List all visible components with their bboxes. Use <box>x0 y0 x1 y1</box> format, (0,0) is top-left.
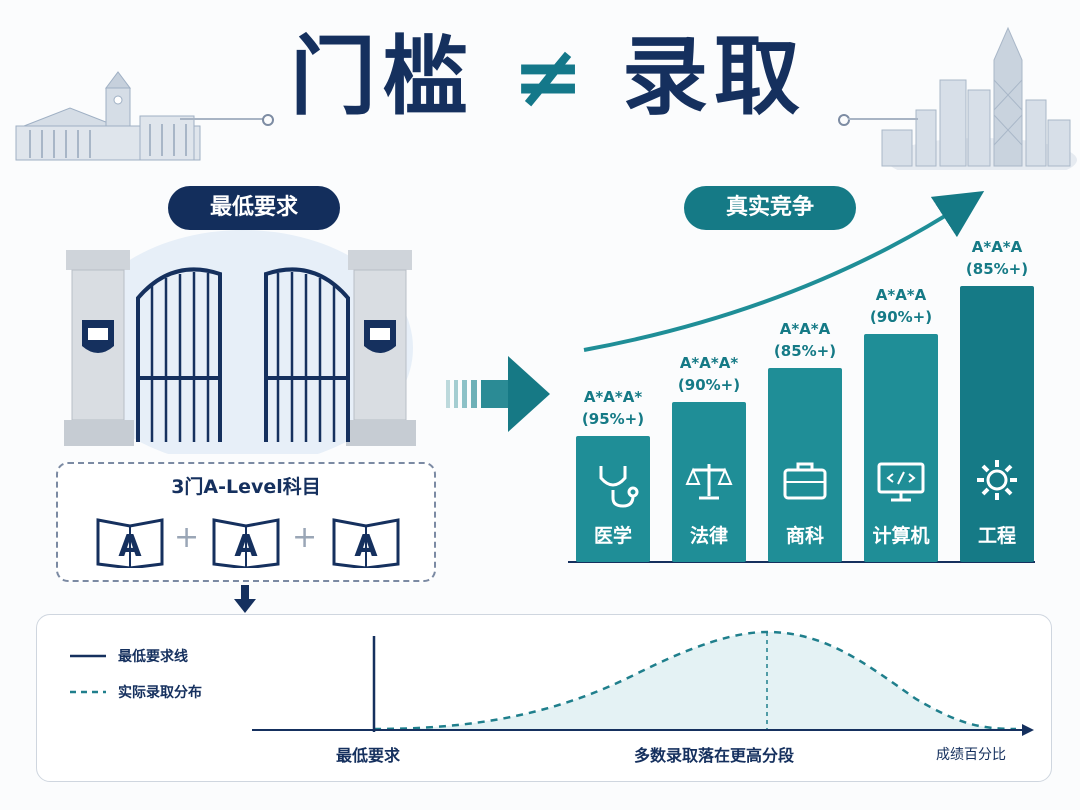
competition-bar-chart: 医学 A*A*A* (95%+) 法律 A*A*A* (90%+) 商科 A*A*A (85%+… <box>568 190 1035 563</box>
page-title: 门槛 ≠ 录取 <box>0 22 1080 132</box>
axis-label-end: 成绩百分比 <box>936 747 1006 763</box>
book-icon: A <box>212 518 280 568</box>
arrow-down-icon <box>234 585 256 613</box>
stethoscope-icon <box>599 466 639 508</box>
city-skyline-illustration <box>881 26 1077 170</box>
transition-arrow-icon <box>446 356 550 432</box>
axis-label-majority: 多数录取落在更高分段 <box>634 746 795 765</box>
distribution-chart <box>70 630 1034 736</box>
computer-icon <box>877 462 925 502</box>
bar-category-label: 工程 <box>978 525 1016 547</box>
right-pillar <box>346 250 416 446</box>
bar-grade-label: A*A*A <box>780 320 831 338</box>
campus-building-illustration <box>15 71 201 161</box>
distribution-area <box>374 632 1016 729</box>
title-right-text: 录取 <box>622 27 806 127</box>
minimum-requirement-pill: 最低要求 <box>168 186 340 230</box>
book-icon: A <box>96 518 164 568</box>
title-left-text: 门槛 <box>290 27 474 127</box>
scales-icon <box>685 464 733 500</box>
university-gate-illustration <box>64 230 416 454</box>
bar-3 <box>864 334 938 562</box>
bar-grade-label: A*A*A* <box>584 388 643 406</box>
bar-category-label: 法律 <box>690 524 728 547</box>
axis-label-min: 最低要求 <box>336 746 401 765</box>
bar-4 <box>960 286 1034 562</box>
book-grade: A <box>354 529 378 564</box>
plus-sign: + <box>292 520 318 555</box>
legend-actual-label: 实际录取分布 <box>118 685 202 701</box>
bar-grade-label: A*A*A* <box>680 354 739 372</box>
real-competition-pill: 真实竞争 <box>684 186 856 230</box>
book-icon: A <box>332 518 400 568</box>
bar-category-label: 医学 <box>594 524 632 547</box>
left-pillar <box>64 250 134 446</box>
bar-grade-label: A*A*A <box>876 286 927 304</box>
legend-min-line-label: 最低要求线 <box>118 649 188 665</box>
subjects-title: 3门A-Level科目 <box>171 476 321 498</box>
bar-category-label: 商科 <box>786 524 824 547</box>
x-axis-arrowhead <box>1022 724 1034 736</box>
subjects-requirement-box: 3门A-Level科目 A + A + A <box>56 462 436 582</box>
briefcase-icon <box>783 462 827 500</box>
bar-grade-label: A*A*A <box>972 238 1023 256</box>
book-grade: A <box>234 529 258 564</box>
plus-sign: + <box>174 520 200 555</box>
gear-icon <box>977 460 1017 500</box>
book-grade: A <box>118 529 142 564</box>
bar-percentage-label: (90%+) <box>870 308 932 326</box>
bar-percentage-label: (90%+) <box>678 376 740 394</box>
bar-percentage-label: (95%+) <box>582 410 644 428</box>
bar-percentage-label: (85%+) <box>966 260 1028 278</box>
bar-percentage-label: (85%+) <box>774 342 836 360</box>
title-not-equal-symbol: ≠ <box>512 27 585 127</box>
trend-arrow <box>583 190 985 352</box>
bar-category-label: 计算机 <box>872 524 929 547</box>
